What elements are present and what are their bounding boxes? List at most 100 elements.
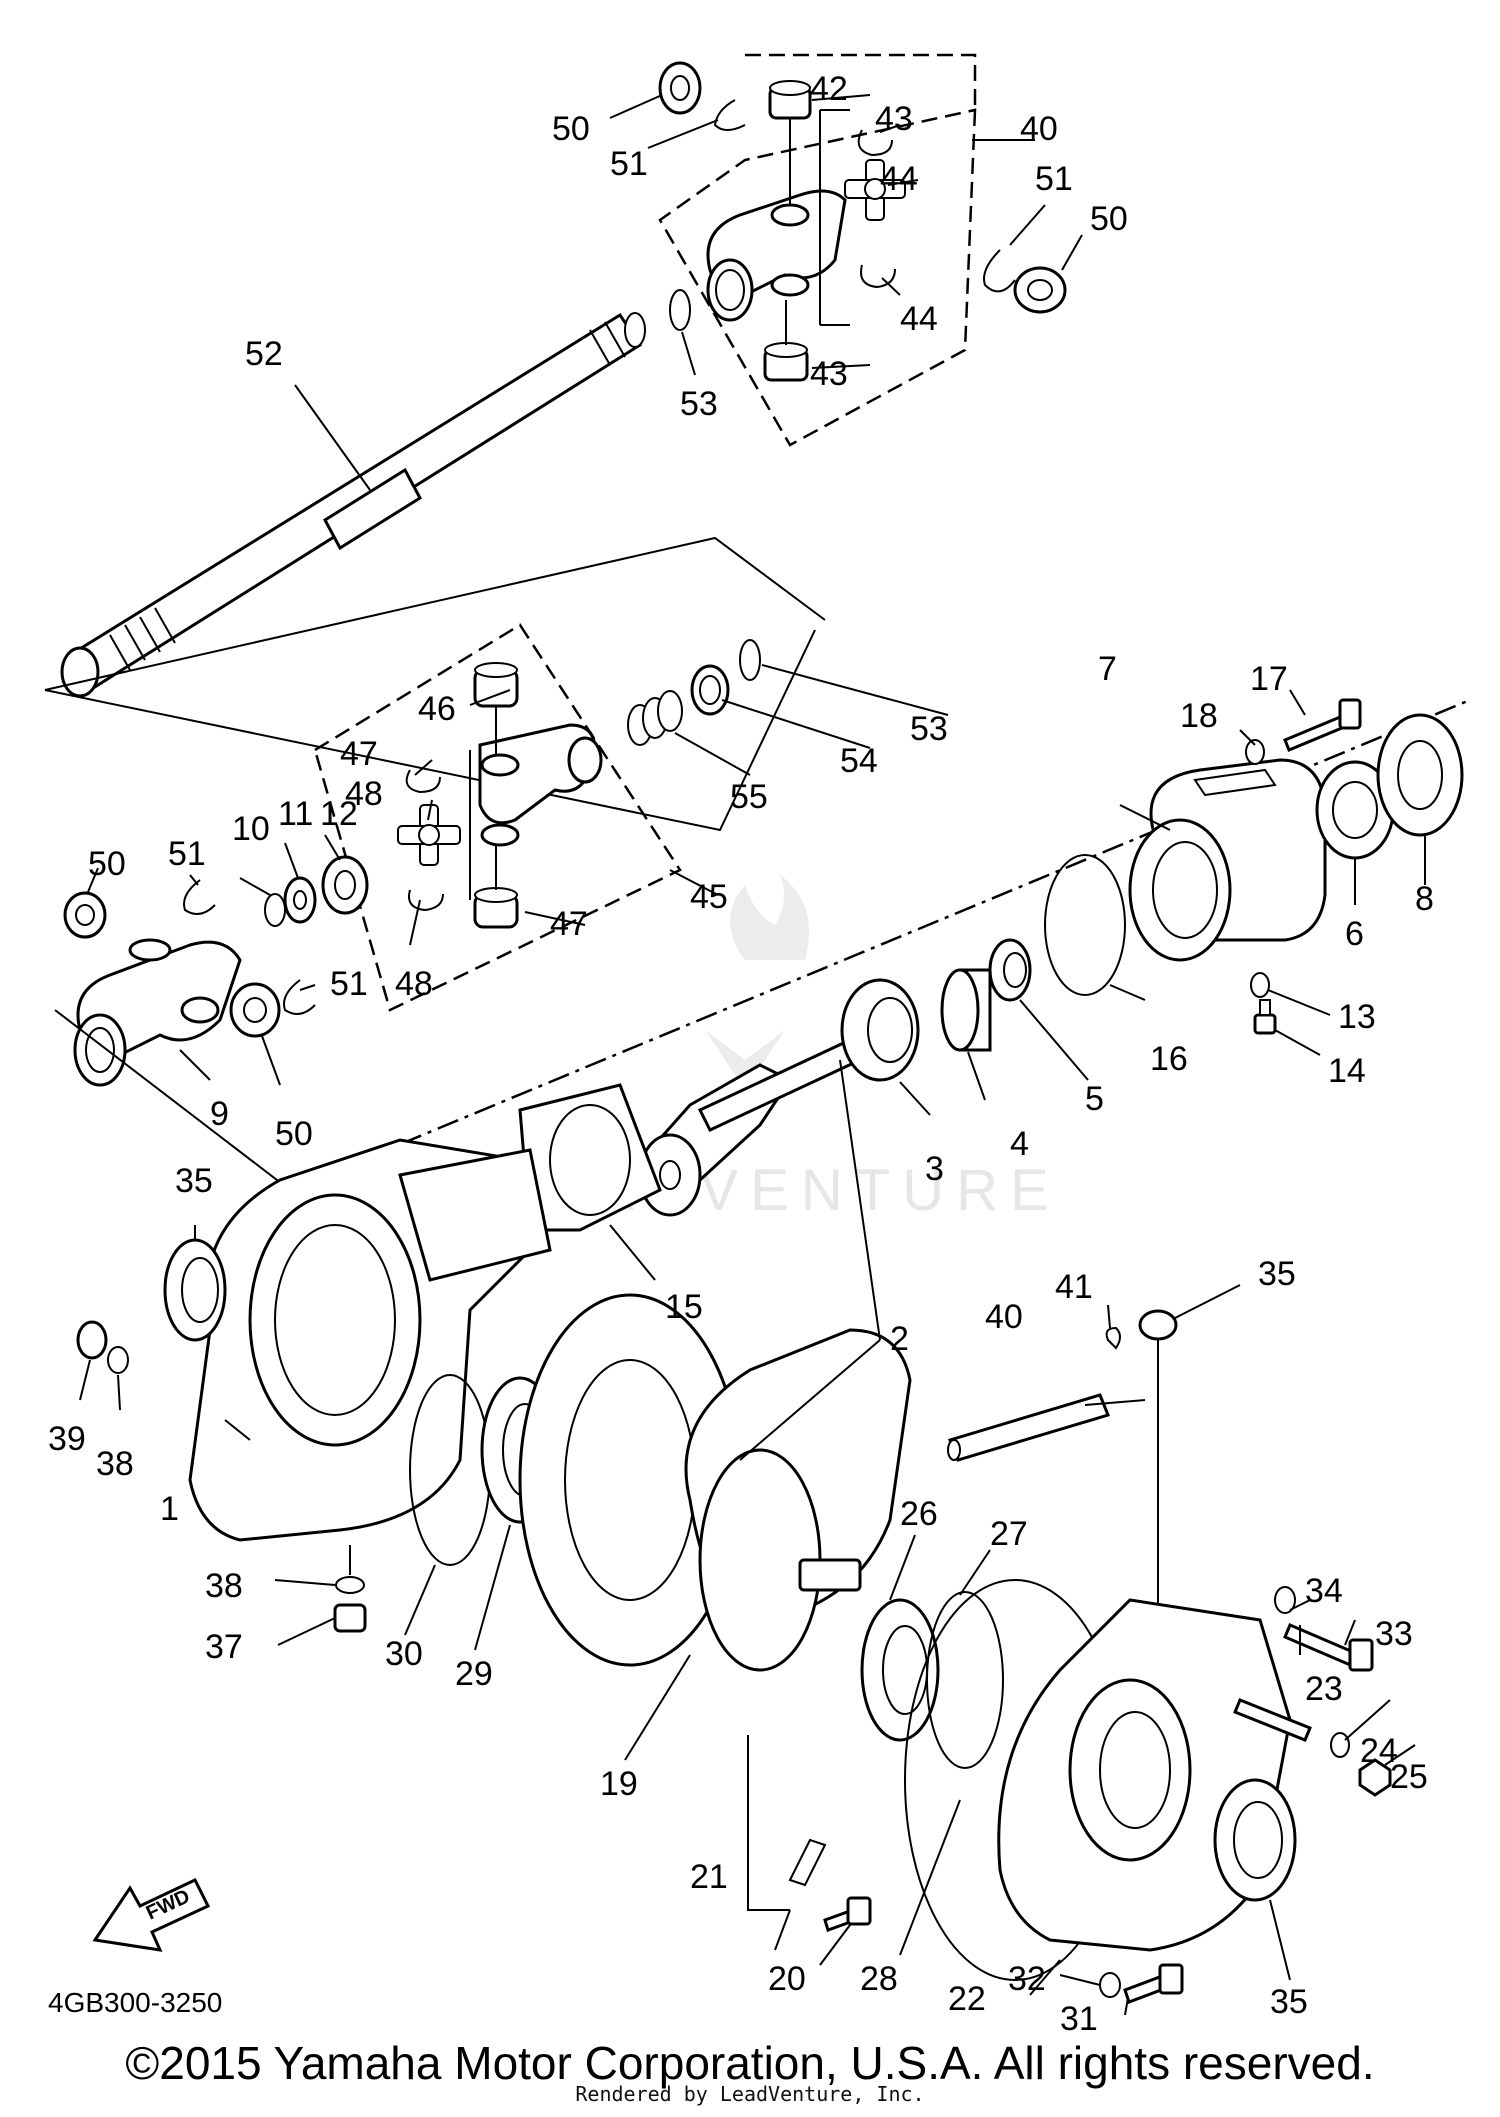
stud-23 bbox=[1233, 1698, 1312, 1742]
seal-top-right bbox=[1013, 266, 1067, 314]
callout-7: 7 bbox=[1098, 650, 1117, 688]
callout-20: 20 bbox=[768, 1960, 806, 1998]
spider-cross-lower bbox=[397, 804, 461, 866]
clip-41 bbox=[1105, 1326, 1121, 1350]
callout-43: 42 bbox=[810, 70, 848, 108]
lower-yoke bbox=[478, 723, 603, 847]
callout-50: 50 bbox=[88, 845, 126, 883]
bearing-3 bbox=[840, 978, 920, 1082]
circlip-lower bbox=[860, 264, 896, 289]
clip-51-mid bbox=[283, 979, 316, 1015]
callout-30: 30 bbox=[385, 1635, 423, 1673]
callout-53: 53 bbox=[680, 385, 718, 423]
washer-18 bbox=[1245, 739, 1265, 765]
upper-universal-joint-group bbox=[658, 53, 1067, 447]
group-42-boundary bbox=[658, 53, 977, 447]
gasket-15-hole bbox=[549, 1104, 631, 1216]
clip-top-right bbox=[983, 249, 1016, 293]
callout-50: 50 bbox=[552, 110, 590, 148]
seal-50-lower bbox=[229, 982, 281, 1038]
bolt-17 bbox=[1283, 698, 1362, 752]
seal-top-left bbox=[658, 61, 702, 115]
washer-38-left bbox=[107, 1346, 129, 1374]
callout-12: 12 bbox=[320, 795, 358, 833]
axis-centerline bbox=[289, 698, 1471, 1192]
pinion-gear bbox=[638, 1038, 863, 1217]
o-ring-16 bbox=[1044, 854, 1126, 996]
sleeve-4 bbox=[940, 968, 992, 1052]
ring-gear bbox=[518, 1293, 742, 1667]
callout-23: 23 bbox=[1305, 1670, 1343, 1708]
circlip-48-bottom bbox=[408, 889, 444, 912]
circlip-upper bbox=[857, 129, 893, 157]
callout-51: 51 bbox=[610, 145, 648, 183]
lower-boundary-line bbox=[54, 1009, 291, 1191]
callout-37: 37 bbox=[205, 1628, 243, 1666]
upper-yoke bbox=[706, 189, 847, 322]
seal-12 bbox=[321, 855, 369, 915]
callout-18: 18 bbox=[1180, 697, 1218, 735]
callout-15: 15 bbox=[665, 1288, 703, 1326]
callout-39: 39 bbox=[48, 1420, 86, 1458]
callout-54: 54 bbox=[840, 742, 878, 780]
callout-51: 51 bbox=[330, 965, 368, 1003]
o-ring-10 bbox=[264, 893, 286, 927]
seal-5 bbox=[988, 938, 1032, 1002]
callout-51: 51 bbox=[1035, 160, 1073, 198]
callout-9: 9 bbox=[210, 1095, 229, 1133]
washer-13 bbox=[1250, 972, 1270, 998]
washer-11 bbox=[283, 876, 317, 924]
bolt-14 bbox=[1253, 999, 1277, 1035]
callout-2: 2 bbox=[890, 1320, 909, 1358]
callout-27: 27 bbox=[990, 1515, 1028, 1553]
callout-33: 33 bbox=[1375, 1615, 1413, 1653]
callout-19: 19 bbox=[600, 1765, 638, 1803]
shim-27 bbox=[926, 1591, 1004, 1769]
clip-top-left bbox=[713, 99, 746, 131]
callout-17: 17 bbox=[1250, 660, 1288, 698]
callout-25: 25 bbox=[1390, 1758, 1428, 1796]
diagram-code: 4GB300-3250 bbox=[48, 1987, 222, 2018]
bearing-cup-47-top bbox=[473, 662, 519, 708]
callout-11: 11 bbox=[278, 795, 313, 833]
callout-46: 45 bbox=[690, 878, 728, 916]
lock-21-leader bbox=[747, 1735, 790, 1911]
washer-24 bbox=[1330, 1732, 1350, 1758]
callout-14: 14 bbox=[1328, 1052, 1366, 1090]
fwd-arrow-icon: FWD bbox=[92, 1878, 211, 1952]
bearing-cup-lower bbox=[763, 342, 809, 382]
nut-25 bbox=[1358, 1758, 1392, 1797]
callout-48: 47 bbox=[340, 735, 378, 773]
callout-40: 40 bbox=[985, 1298, 1023, 1336]
rendered-by-notice: Rendered by LeadVenture, Inc. bbox=[575, 2082, 925, 2106]
snap-ring-53-lower bbox=[739, 639, 761, 681]
callout-43: 43 bbox=[810, 355, 848, 393]
callout-53: 53 bbox=[910, 710, 948, 748]
callout-8: 8 bbox=[1415, 880, 1434, 918]
bolt-20 bbox=[823, 1896, 872, 1932]
washer-38-bottom bbox=[335, 1576, 365, 1594]
callout-29: 29 bbox=[455, 1655, 493, 1693]
callout-42: 40 bbox=[1020, 110, 1058, 148]
bolt-33 bbox=[1283, 1623, 1374, 1672]
seal-50-left bbox=[63, 891, 107, 939]
washer-32 bbox=[1099, 1972, 1121, 1998]
lock-washer-21 bbox=[788, 1838, 827, 1887]
lower-universal-joint-group bbox=[313, 623, 682, 1012]
callout-36: 35 bbox=[1258, 1255, 1296, 1293]
seal-35-right bbox=[1213, 1778, 1297, 1902]
shaft-boundary-line bbox=[44, 536, 826, 832]
drive-shaft bbox=[60, 312, 646, 698]
breather-36 bbox=[1138, 1309, 1178, 1341]
callout-50: 50 bbox=[1090, 200, 1128, 238]
differential-assembly bbox=[684, 1328, 912, 1672]
leader-lines bbox=[79, 94, 1426, 2016]
callout-28: 28 bbox=[860, 1960, 898, 1998]
callout-26: 26 bbox=[900, 1495, 938, 1533]
callout-44: 43 bbox=[875, 100, 913, 138]
callout-48: 48 bbox=[395, 965, 433, 1003]
callout-50: 50 bbox=[275, 1115, 313, 1153]
circlip-48-top bbox=[405, 769, 441, 794]
copyright-notice: ©2015 Yamaha Motor Corporation, U.S.A. A… bbox=[125, 2037, 1375, 2089]
